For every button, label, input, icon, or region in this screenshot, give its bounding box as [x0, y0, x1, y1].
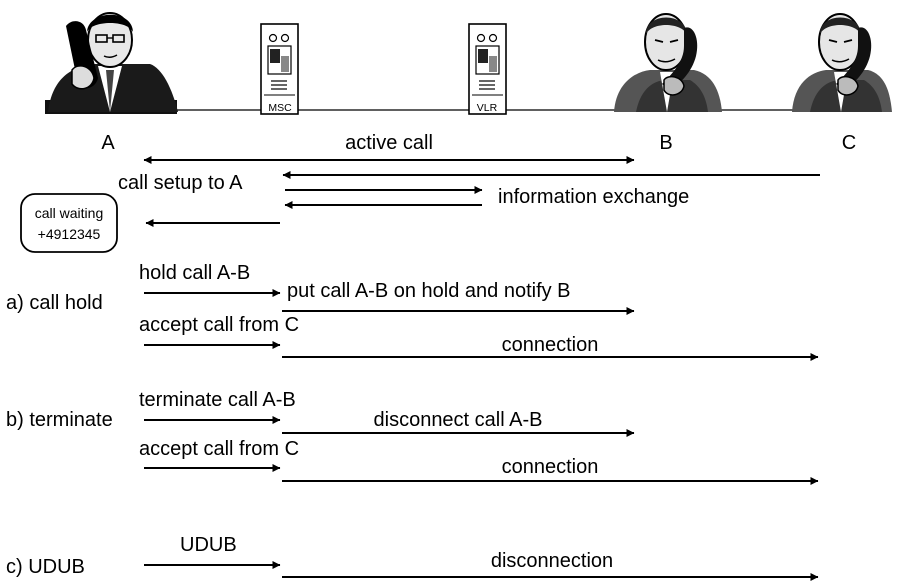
terminate-call-label: terminate call A-B: [139, 389, 296, 411]
person-a-icon: [45, 12, 178, 114]
phone-display-line2: +4912345: [38, 226, 101, 242]
connection-2-label: connection: [502, 456, 599, 478]
connection-1-label: connection: [502, 334, 599, 356]
phone-display: [20, 193, 118, 253]
udub-label: UDUB: [180, 534, 237, 556]
active-call-label: active call: [345, 132, 433, 154]
information-exchange-label: information exchange: [498, 186, 689, 208]
entity-c-label: C: [842, 132, 856, 154]
person-c-icon: [792, 13, 892, 112]
put-on-hold-label: put call A-B on hold and notify B: [287, 280, 571, 302]
vlr-label: VLR: [477, 102, 498, 114]
msc-icon: [260, 23, 299, 115]
phone-display-line1: call waiting: [35, 205, 103, 221]
call-setup-label: call setup to A: [118, 172, 243, 194]
entity-b-label: B: [659, 132, 672, 154]
disconnect-call-label: disconnect call A-B: [374, 409, 543, 431]
terminate-label: b) terminate: [6, 409, 113, 431]
person-b-icon: [614, 13, 722, 112]
disconnection-label: disconnection: [491, 550, 613, 572]
accept-call-2-label: accept call from C: [139, 438, 299, 460]
udub-case-label: c) UDUB: [6, 556, 85, 578]
call-hold-label: a) call hold: [6, 292, 103, 314]
hold-call-label: hold call A-B: [139, 262, 250, 284]
vlr-icon: [468, 23, 507, 115]
accept-call-1-label: accept call from C: [139, 314, 299, 336]
entity-a-label: A: [101, 132, 115, 154]
msc-label: MSC: [268, 102, 292, 114]
